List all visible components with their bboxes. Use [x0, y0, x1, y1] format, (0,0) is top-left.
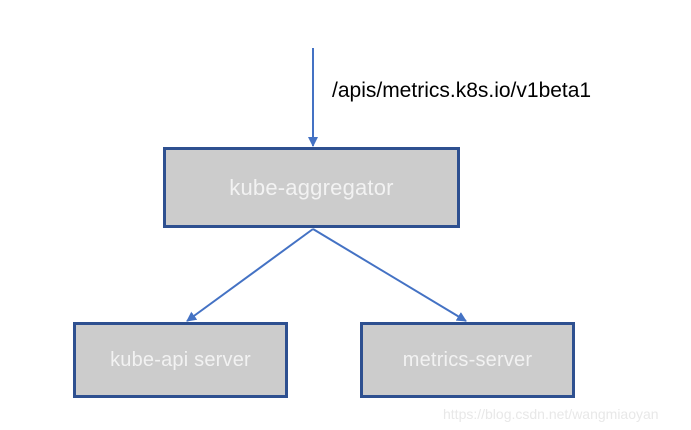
watermark-text: https://blog.csdn.net/wangmiaoyan	[443, 406, 659, 422]
node-label: kube-aggregator	[229, 174, 394, 200]
edge-aggregator-to-metrics-server	[312, 228, 467, 322]
node-label: kube-api server	[110, 348, 251, 371]
api-path-label: /apis/metrics.k8s.io/v1beta1	[332, 79, 592, 102]
node-kube-aggregator[interactable]: kube-aggregator	[163, 147, 460, 228]
node-label: metrics-server	[402, 348, 533, 371]
edge-aggregator-to-kube-api-server	[186, 228, 314, 322]
node-metrics-server[interactable]: metrics-server	[360, 322, 575, 398]
node-kube-api-server[interactable]: kube-api server	[73, 322, 288, 398]
